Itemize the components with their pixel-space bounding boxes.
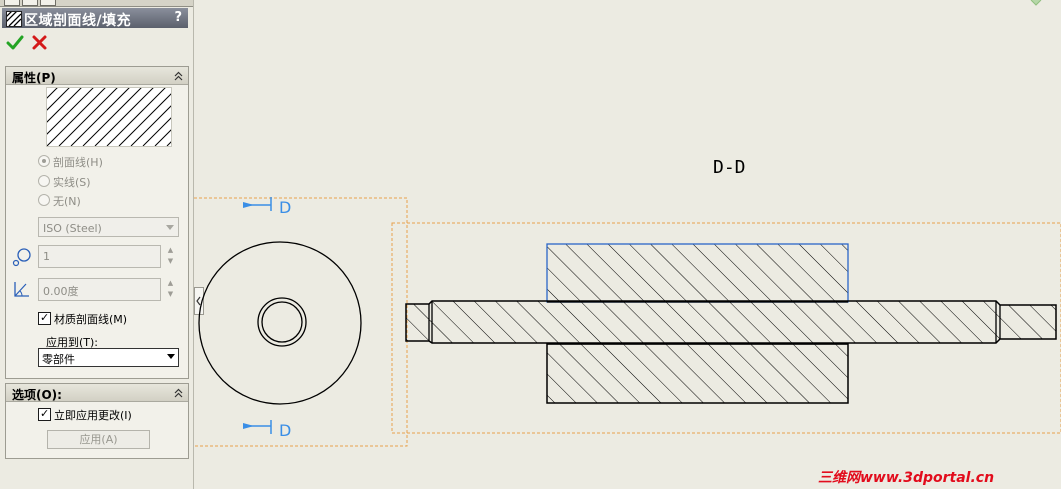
apply-immediately-label: 立即应用更改(I) xyxy=(54,409,132,422)
properties-group-header[interactable]: 属性(P) xyxy=(6,67,188,85)
end-view[interactable] xyxy=(198,241,362,405)
material-hatch-checkbox[interactable] xyxy=(38,311,51,325)
hatch-scale-value: 1 xyxy=(43,250,50,263)
bore-inner-circle[interactable] xyxy=(261,301,303,343)
options-group-header[interactable]: 选项(O): xyxy=(6,384,188,402)
panel-tabs xyxy=(0,0,193,7)
properties-group: 属性(P) 剖面线(H) 实线(S) 无(N) ISO xyxy=(5,66,189,379)
tab-property-manager[interactable] xyxy=(22,0,38,6)
spinner-up-icon[interactable]: ▲ xyxy=(167,246,174,254)
spinner-up-icon[interactable]: ▲ xyxy=(167,279,174,287)
radio-hatch-label: 剖面线(H) xyxy=(53,156,103,169)
radio-button[interactable] xyxy=(38,175,50,187)
hatch-scale-spinner[interactable]: ▲ ▼ xyxy=(165,245,176,267)
spinner-down-icon[interactable]: ▼ xyxy=(167,290,174,298)
section-arrow-bottom[interactable]: D xyxy=(243,420,291,440)
section-view-label: D-D xyxy=(713,157,746,178)
options-group-title: 选项(O): xyxy=(12,388,62,402)
hatch-angle-spinner[interactable]: ▲ ▼ xyxy=(165,278,176,300)
drawing-canvas[interactable]: D D D-D xyxy=(194,0,1061,489)
ok-button[interactable] xyxy=(6,34,24,52)
watermark: 三维网www.3dportal.cn xyxy=(818,470,995,486)
rotate-handle-icon[interactable] xyxy=(1030,0,1042,6)
apply-button[interactable]: 应用(A) xyxy=(47,430,150,449)
apply-immediately-checkbox[interactable] xyxy=(38,407,51,421)
hatch-preview xyxy=(46,87,172,147)
close-icon xyxy=(32,35,47,50)
hatch-region-shaft[interactable] xyxy=(405,300,1057,344)
radio-solid-label: 实线(S) xyxy=(53,176,91,189)
panel-title: 区域剖面线/填充 xyxy=(24,13,132,29)
hatch-region-upper-selected[interactable] xyxy=(546,243,849,303)
section-arrow-label-bottom: D xyxy=(279,421,291,440)
hatch-angle-icon xyxy=(14,282,29,297)
hatch-angle-value: 0.00度 xyxy=(43,285,79,298)
outer-circle[interactable] xyxy=(198,241,362,405)
hatch-region-lower[interactable] xyxy=(546,343,849,404)
apply-to-value: 零部件 xyxy=(42,353,75,366)
section-view[interactable] xyxy=(405,243,1057,404)
cancel-button[interactable] xyxy=(31,34,49,52)
hatch-scale-icon xyxy=(12,248,31,267)
chevron-down-icon xyxy=(166,225,174,230)
view-boundary-section xyxy=(391,222,1061,434)
spinner-down-icon[interactable]: ▼ xyxy=(167,257,174,265)
pattern-select[interactable]: ISO (Steel) xyxy=(38,217,179,237)
collapse-icon[interactable] xyxy=(173,70,184,81)
material-hatch-label: 材质剖面线(M) xyxy=(54,313,128,326)
radio-none-label: 无(N) xyxy=(53,195,81,208)
radio-button[interactable] xyxy=(38,155,50,167)
chevron-down-icon xyxy=(167,354,175,359)
hatch-scale-input[interactable]: 1 xyxy=(38,245,161,268)
view-boundary-left xyxy=(194,197,408,447)
section-arrow-label-top: D xyxy=(279,198,291,217)
chevron-left-icon xyxy=(196,296,201,306)
hatch-icon xyxy=(6,11,22,27)
panel-title-bar: 区域剖面线/填充 ? xyxy=(2,8,188,29)
checkmark-icon xyxy=(6,35,24,50)
radio-button[interactable] xyxy=(38,194,50,206)
hatch-angle-input[interactable]: 0.00度 xyxy=(38,278,161,301)
options-group: 选项(O): 立即应用更改(I) 应用(A) xyxy=(5,383,189,459)
bore-outer-circle[interactable] xyxy=(257,297,307,347)
apply-to-select[interactable]: 零部件 xyxy=(38,348,179,367)
pattern-select-value: ISO (Steel) xyxy=(43,222,102,235)
tab-config-manager[interactable] xyxy=(40,0,56,6)
property-manager-panel: 区域剖面线/填充 ? 属性(P) 剖面线( xyxy=(0,0,194,489)
section-arrow-top[interactable]: D xyxy=(243,197,291,217)
apply-to-label: 应用到(T): xyxy=(46,336,99,349)
tab-feature-manager[interactable] xyxy=(4,0,20,6)
properties-group-title: 属性(P) xyxy=(12,71,56,85)
help-button[interactable]: ? xyxy=(174,10,182,25)
collapse-icon[interactable] xyxy=(173,387,184,398)
